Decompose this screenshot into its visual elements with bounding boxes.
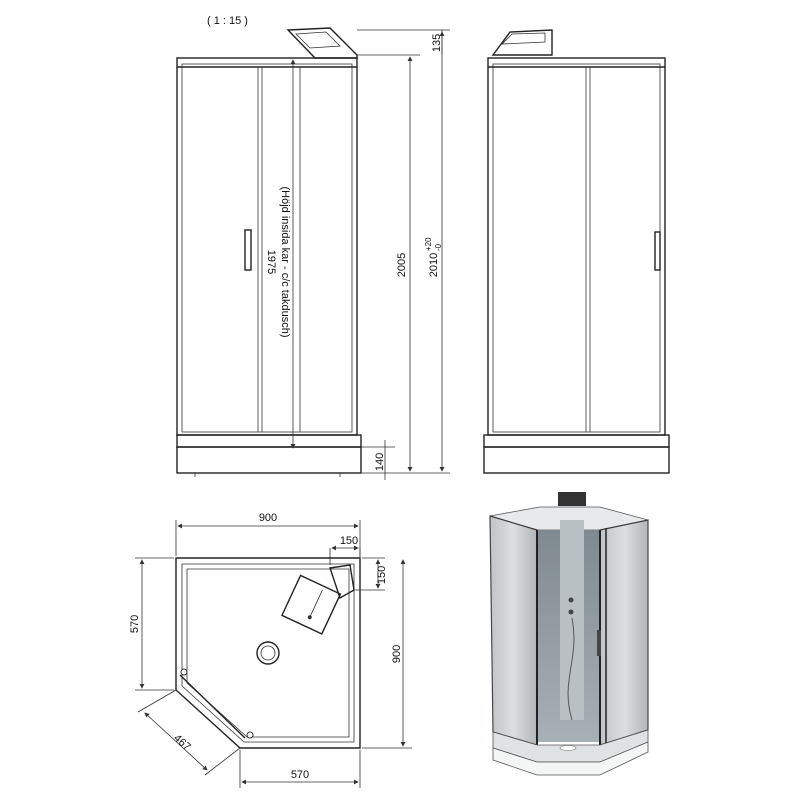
corner-x-value: 150 (340, 535, 358, 547)
side-door-handle (654, 231, 661, 271)
side-view (483, 29, 670, 474)
left-side-value: 570 (129, 615, 141, 633)
plan-width-value: 900 (259, 512, 277, 524)
tray-height-value: 140 (374, 453, 386, 471)
plan-depth-value: 900 (391, 645, 403, 663)
tolerance-height-value: 2010 (428, 253, 440, 277)
ceiling-vent (286, 27, 358, 59)
door-handle (244, 229, 252, 271)
cabin-frame (176, 57, 358, 436)
diagonal-value: 467 (171, 732, 193, 753)
inner-height-value: 1975 (265, 250, 277, 274)
top-height-value: 135 (431, 34, 443, 52)
corner-y-value: 150 (376, 566, 388, 584)
bottom-side-value: 570 (291, 769, 309, 781)
shower-tray (176, 446, 362, 474)
side-frame (487, 57, 666, 436)
front-view: 1975 (Höjd insida kar - c/c takdusch) 20… (176, 27, 450, 480)
inner-height-note: (Höjd insida kar - c/c takdusch) (279, 187, 291, 338)
corner-panel (281, 574, 342, 635)
tray-outline (175, 557, 361, 749)
scale-label: ( 1 : 15 ) (207, 15, 248, 27)
side-shower-tray (483, 446, 670, 474)
shower-tray-rim (176, 434, 362, 448)
tolerance-minus: -0 (434, 243, 443, 251)
total-height-value: 2005 (396, 253, 408, 277)
tolerance-plus: +20 (424, 237, 433, 251)
plan-view: 900 150 150 900 570 467 570 (129, 512, 412, 788)
cabin-3d-render (489, 492, 649, 776)
